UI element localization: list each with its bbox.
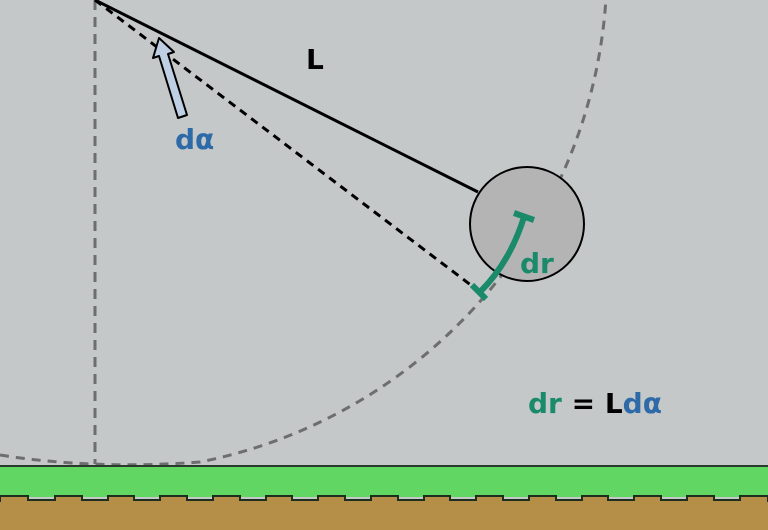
equation-dr: dr <box>528 387 562 420</box>
length-label: L <box>306 43 324 76</box>
ground-top-line <box>0 465 768 467</box>
dalpha-arrow-icon <box>152 37 188 119</box>
dr-arc-icon <box>477 216 527 295</box>
grass <box>0 467 768 497</box>
dr-arc-cap-bottom <box>469 282 489 302</box>
equation: dr = Ldα <box>489 362 662 446</box>
dr-arc-cap-top <box>513 210 535 223</box>
displaced-string-line <box>94 0 481 294</box>
dr-label: dr <box>520 247 554 280</box>
pendulum-string <box>94 0 479 194</box>
swing-arc <box>0 0 608 467</box>
equation-L: L <box>604 387 623 420</box>
pendulum-bob <box>469 166 585 282</box>
soil-fill <box>0 502 768 530</box>
equation-dalpha: dα <box>622 387 662 420</box>
dalpha-label: dα <box>175 123 215 156</box>
equation-equals: = <box>561 387 605 420</box>
